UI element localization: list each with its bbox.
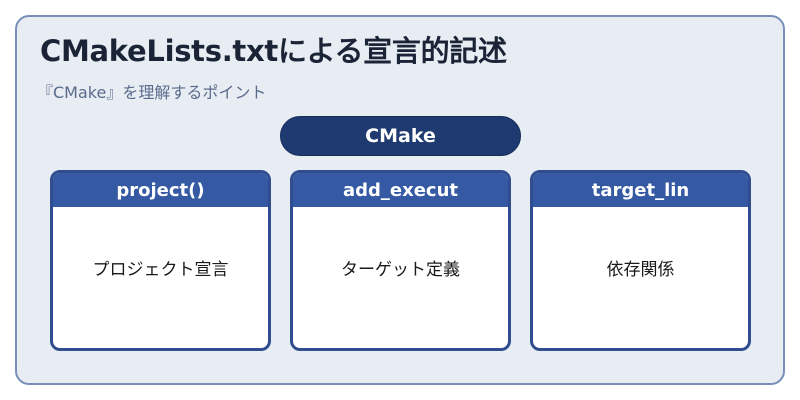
root-node: CMake	[280, 116, 521, 156]
card-body: 依存関係	[606, 260, 675, 280]
card-target-link: target_lin 依存関係	[530, 170, 751, 351]
card-add-executable: add_execut ターゲット定義	[290, 170, 511, 351]
card-project: project() プロジェクト宣言	[50, 170, 271, 351]
card-body: プロジェクト宣言	[92, 260, 229, 280]
card-header: target_lin	[533, 173, 748, 207]
root-node-label: CMake	[365, 125, 436, 147]
card-header: add_execut	[293, 173, 508, 207]
card-body: ターゲット定義	[341, 260, 460, 280]
diagram-subtitle: 『CMake』を理解するポイント	[37, 83, 267, 102]
diagram-title: CMakeLists.txtによる宣言的記述	[40, 34, 507, 68]
card-header: project()	[53, 173, 268, 207]
